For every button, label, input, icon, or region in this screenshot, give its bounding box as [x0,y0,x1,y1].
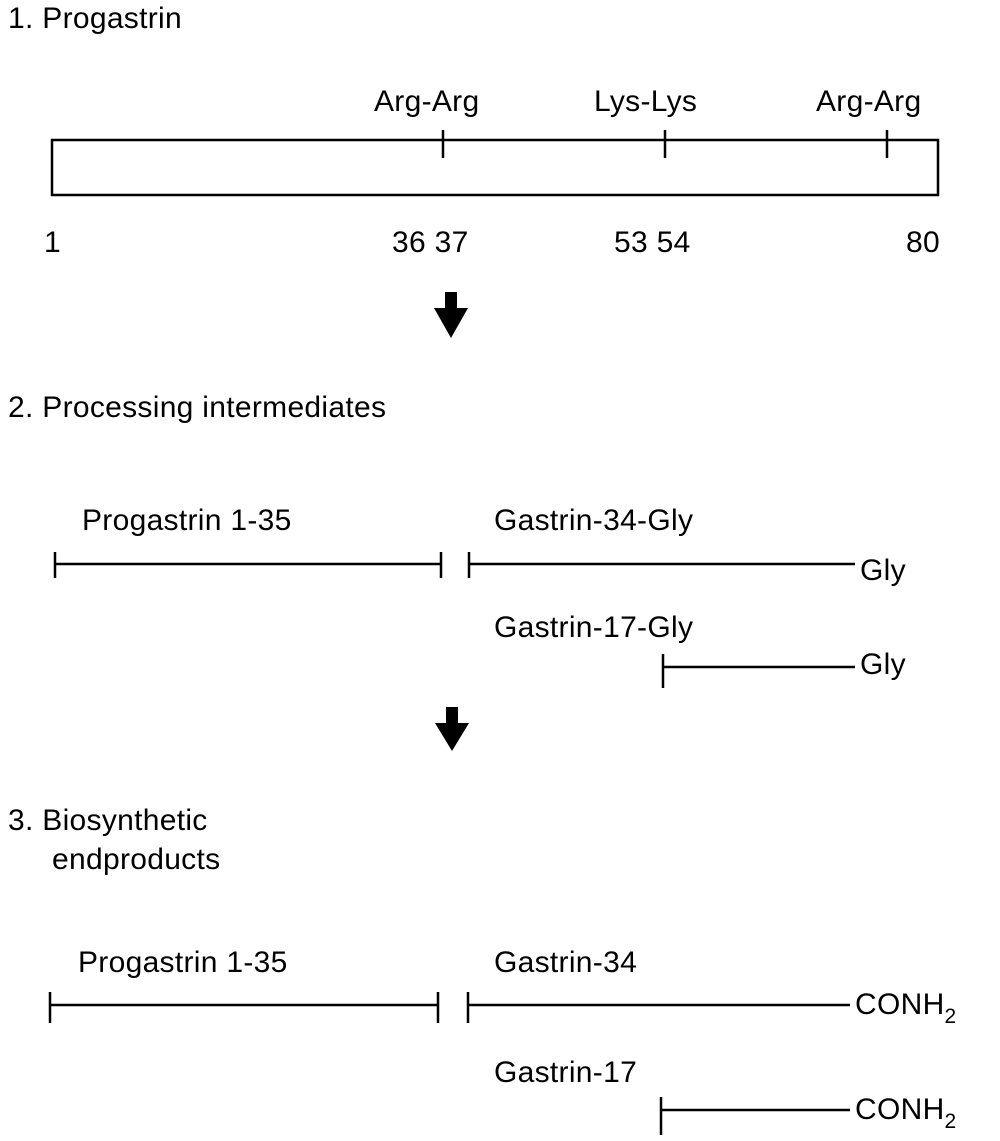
segment-progastrin-1-35-end [48,992,440,1023]
process-arrow-2 [435,707,469,751]
position-label-53-54: 53 54 [614,226,691,259]
amide-terminal-label-1: CONH2 [855,988,957,1028]
fragment-label-gastrin-34-gly: Gastrin-34-Gly [494,504,694,537]
segment-progastrin-1-35 [53,552,443,578]
segment-gastrin-34-gly [467,552,855,578]
fragment-label-progastrin-1-35-end: Progastrin 1-35 [78,946,288,979]
position-label-1: 1 [44,226,61,259]
position-label-36-37: 36 37 [392,226,469,259]
progastrin-bar [50,138,940,197]
segment-gastrin-17-gly [661,654,855,688]
section3-title-line1: 3. Biosynthetic [8,804,208,837]
fragment-label-gastrin-17-gly: Gastrin-17-Gly [494,611,694,644]
segment-gastrin-17 [659,1097,850,1135]
section1-title: 1. Progastrin [8,2,182,35]
position-label-80: 80 [906,226,940,259]
cleavage-site-label-3: Arg-Arg [816,85,922,118]
gly-terminal-label-2: Gly [860,648,906,681]
cleavage-site-label-2: Lys-Lys [594,85,698,118]
process-arrow-1 [434,292,468,338]
amide-terminal-subscript-2: 2 [944,1110,957,1133]
fragment-label-gastrin-34: Gastrin-34 [494,946,638,979]
section2-title: 2. Processing intermediates [8,391,387,424]
amide-terminal-text-2: CONH [855,1093,945,1126]
amide-terminal-text-1: CONH [855,988,945,1021]
fragment-label-progastrin-1-35: Progastrin 1-35 [82,504,292,537]
section3-title-line2: endproducts [52,843,221,876]
gly-terminal-label-1: Gly [860,554,906,587]
amide-terminal-label-2: CONH2 [855,1093,957,1133]
cleavage-site-label-1: Arg-Arg [374,85,480,118]
segment-gastrin-34 [466,992,850,1023]
fragment-label-gastrin-17: Gastrin-17 [494,1056,638,1089]
amide-terminal-subscript-1: 2 [944,1005,957,1028]
